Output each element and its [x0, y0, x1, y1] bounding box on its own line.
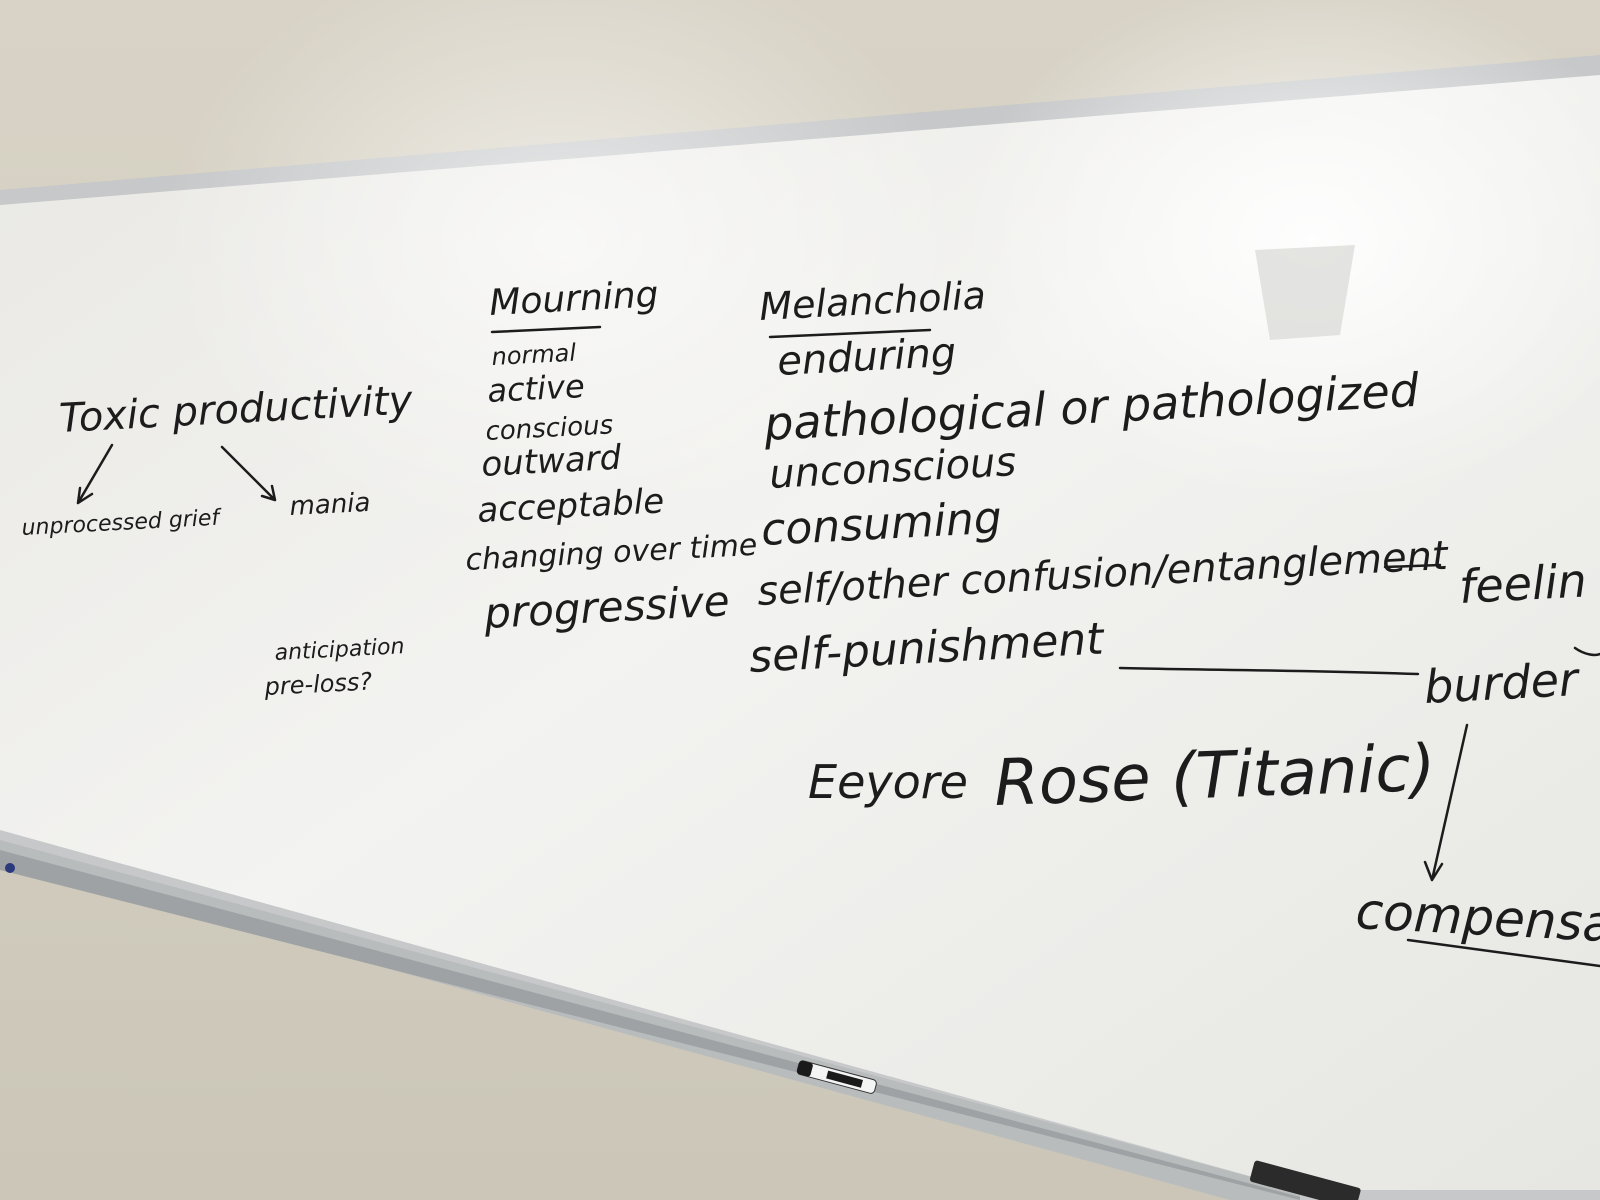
marker-tip-left — [5, 863, 15, 873]
compensat-underline — [1406, 938, 1600, 968]
marker-tray — [0, 840, 1300, 1200]
burden-squiggle — [1573, 646, 1600, 657]
mourning-item-conscious: conscious — [485, 410, 614, 447]
melancholia-item-enduring: enduring — [776, 330, 957, 385]
examples: Eeyore Rose (Titanic) — [808, 732, 1437, 821]
feeling-line — [1383, 563, 1442, 569]
arrow-to-compensat — [1423, 723, 1469, 882]
arrow-to-grief — [76, 443, 114, 505]
rose-titanic-text: Rose (Titanic) — [993, 732, 1437, 821]
burden-text: burder — [1423, 652, 1582, 714]
mourning-item-active: active — [486, 367, 585, 410]
mourning-heading: Mourning — [488, 274, 659, 324]
melancholia-underline — [768, 328, 932, 339]
feeling-text: feelin — [1458, 553, 1588, 614]
burden-line — [1118, 666, 1420, 676]
marker-tray-lip — [0, 850, 1300, 1200]
mourning-underline — [490, 325, 602, 334]
ink-strokes — [76, 325, 1600, 968]
light-shadow — [1255, 245, 1355, 340]
pre-loss-text: pre-loss? — [263, 667, 373, 701]
mourning-item-acceptable: acceptable — [476, 481, 665, 531]
mania-text: mania — [289, 488, 371, 522]
marker[interactable] — [796, 1060, 877, 1094]
eeyore-text: Eeyore — [808, 755, 968, 809]
mourning-item-outward: outward — [480, 438, 622, 485]
eraser[interactable] — [1249, 1160, 1361, 1200]
arrow-to-mania — [220, 445, 277, 502]
melancholia-item-consuming: consuming — [760, 492, 1003, 556]
mourning-item-normal: normal — [491, 339, 577, 371]
